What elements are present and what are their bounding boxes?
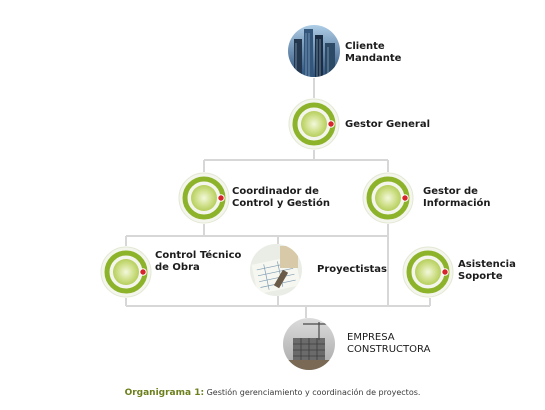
caption-label: Organigrama 1: [124, 388, 205, 398]
empresa-label-line2: CONSTRUCTORA [347, 344, 431, 355]
blueprint-photo-icon [250, 244, 302, 296]
coordinador-label-line1: Coordinador de [232, 186, 319, 197]
figure-caption: Organigrama 1: Gestión gerenciamiento y … [0, 388, 545, 398]
cliente-node [288, 25, 340, 77]
gestor-informacion-label-line2: Información [423, 198, 491, 209]
asistencia-label-line1: Asistencia [458, 259, 516, 270]
green-ring-icon [362, 172, 414, 224]
empresa-label: EMPRESA CONSTRUCTORA [347, 332, 430, 356]
green-ring-icon [178, 172, 230, 224]
control-tecnico-label-line2: de Obra [155, 262, 200, 273]
asistencia-label: Asistencia Soporte [458, 259, 516, 283]
green-ring-icon [402, 246, 454, 298]
coordinador-label: Coordinador de Control y Gestión [232, 186, 330, 210]
proyectistas-label: Proyectistas [317, 264, 387, 276]
skyscraper-photo-icon [288, 25, 340, 77]
control-tecnico-label-line1: Control Técnico [155, 250, 242, 261]
cliente-label: Cliente Mandante [345, 41, 401, 65]
gestor-informacion-label: Gestor de Información [423, 186, 491, 210]
gestor-general-label: Gestor General [345, 119, 430, 131]
coordinador-label-line2: Control y Gestión [232, 198, 330, 209]
green-ring-icon [100, 246, 152, 298]
caption-text: Gestión gerenciamiento y coordinación de… [206, 388, 421, 397]
empresa-label-line1: EMPRESA [347, 332, 395, 343]
asistencia-node [402, 246, 454, 298]
proyectistas-label-line1: Proyectistas [317, 264, 387, 275]
proyectistas-node [250, 244, 302, 296]
cliente-label-line2: Mandante [345, 53, 402, 64]
gestor-informacion-label-line1: Gestor de [423, 186, 478, 197]
gestor-general-label-line1: Gestor General [345, 119, 431, 130]
control-tecnico-node [100, 246, 152, 298]
control-tecnico-label: Control Técnico de Obra [155, 250, 241, 274]
asistencia-label-line2: Soporte [458, 271, 503, 282]
coordinador-node [178, 172, 230, 224]
gestor-general-node [288, 98, 340, 150]
gestor-informacion-node [362, 172, 414, 224]
green-ring-icon [288, 98, 340, 150]
empresa-node [283, 318, 335, 370]
cliente-label-line1: Cliente [345, 41, 385, 52]
construction-site-photo-icon [283, 318, 335, 370]
